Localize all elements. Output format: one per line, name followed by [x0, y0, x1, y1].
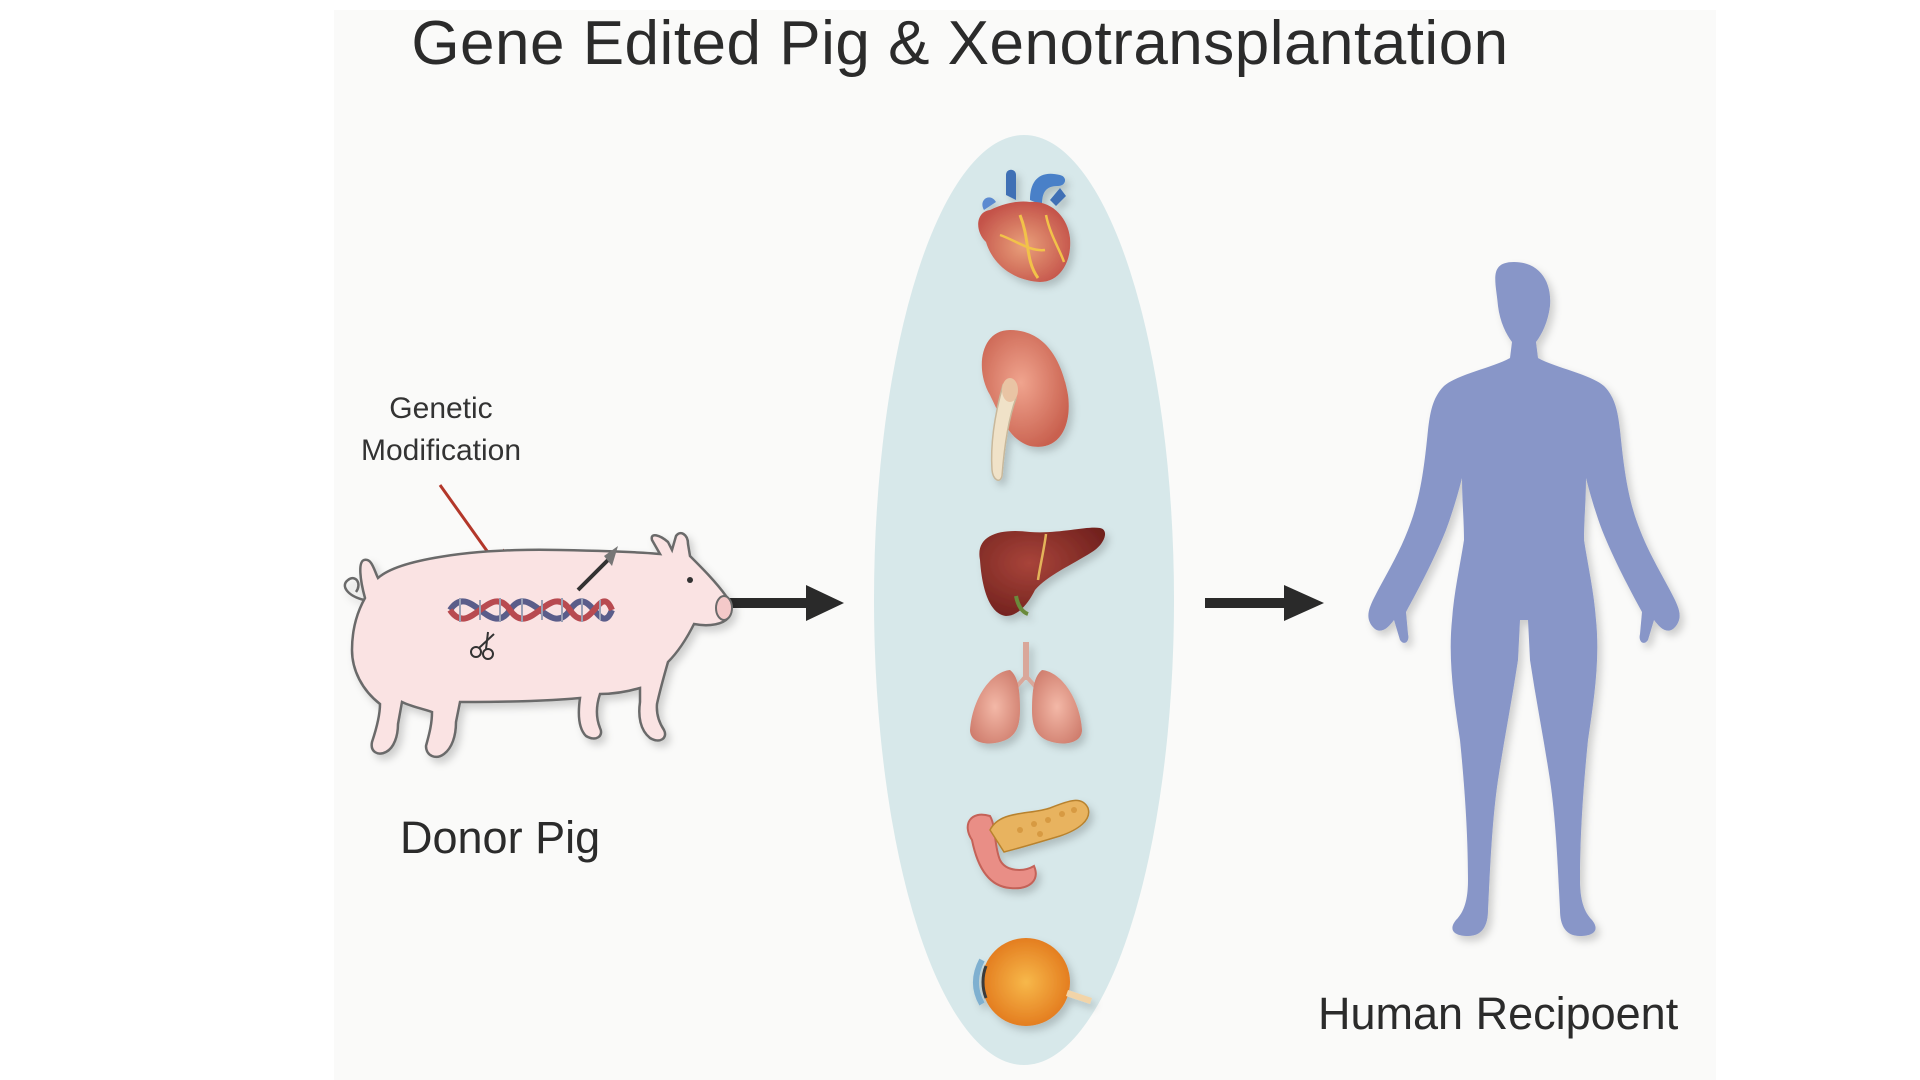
scalpel-icon [576, 546, 618, 592]
arrow-pig-to-organs [728, 585, 844, 621]
arrow-organs-to-human [1205, 585, 1324, 621]
scissors-icon [470, 631, 495, 660]
eye-icon [973, 938, 1092, 1026]
dna-helix [447, 598, 615, 622]
human-recipient-label: Human Recipoent [1318, 988, 1679, 1039]
pig-illustration [343, 532, 733, 758]
genetic-modification-line2: Modification [360, 434, 522, 467]
heart-icon [978, 169, 1071, 282]
pancreas-icon [966, 799, 1090, 890]
genetic-modification-label: Genetic Modification [338, 388, 544, 472]
kidney-icon [981, 330, 1069, 481]
diagram-title: Gene Edited Pig & Xenotransplantation [411, 9, 1509, 78]
lungs-icon [970, 642, 1082, 744]
donor-pig-label: Donor Pig [400, 812, 601, 863]
human-silhouette [1368, 262, 1680, 936]
genetic-modification-line1: Genetic [389, 392, 493, 425]
liver-icon [979, 527, 1106, 616]
